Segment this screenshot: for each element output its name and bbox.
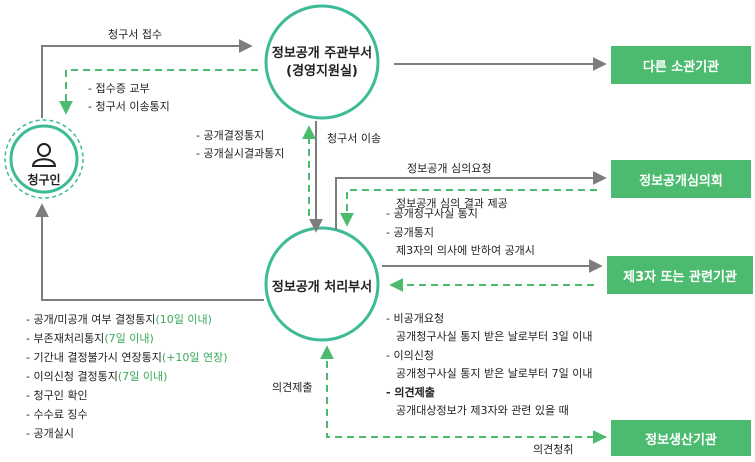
- committee-label: 정보공개심의회: [639, 173, 723, 189]
- third-party-list-lower: - 비공개요청 공개청구사실 통지 받은 날로부터 3일 이내 - 이의신청 공…: [386, 312, 618, 418]
- process-dept-label: 정보공개 처리부서: [271, 280, 373, 295]
- process-list: - 공개/미공개 여부 결정통지(10일 이내) - 부존재처리통지(7일 이내…: [26, 313, 276, 441]
- producer-box: 정보생산기관: [611, 420, 751, 456]
- requester-label: 청구인: [27, 173, 61, 187]
- main-dept-label: 정보공개 주관부서 (경영지원실): [262, 45, 382, 81]
- process-item: - 이의신청 결정통지(7일 이내): [26, 370, 276, 384]
- label-request-receipt: 청구서 접수: [108, 28, 163, 41]
- edge-result-to-requester: [35, 203, 264, 301]
- process-item-text: - 기간내 결정불가시 연장통지: [26, 351, 162, 364]
- other-dept-label: 다른 소관기관: [642, 59, 720, 75]
- main-dept-line2: (경영지원실): [286, 64, 358, 79]
- third-party-label: 제3자 또는 관련기관: [623, 269, 737, 285]
- requester-outer-ring: [4, 119, 84, 199]
- process-item-text: - 이의신청 결정통지: [26, 370, 118, 383]
- label-result-notice: - 공개실시결과통지: [196, 147, 285, 160]
- process-item: - 부존재처리통지(7일 이내): [26, 332, 276, 346]
- tp-item: 공개청구사실 통지 받은 날로부터 3일 이내: [396, 330, 593, 343]
- process-item: - 수수료 징수: [26, 408, 276, 422]
- process-item-text: - 공개실시: [26, 427, 74, 440]
- label-review-request: 정보공개 심의요청: [407, 162, 492, 175]
- label-opinion-hear: 의견청취: [533, 443, 574, 456]
- third-party-box: 제3자 또는 관련기관: [607, 256, 753, 294]
- process-item: - 기간내 결정불가시 연장통지(+10일 연장): [26, 351, 276, 365]
- tp-item: - 공개통지: [386, 226, 434, 239]
- person-icon: [31, 143, 57, 167]
- edge-opinion: [320, 345, 606, 438]
- label-review-result: 정보공개 심의 결과 제공: [396, 197, 508, 210]
- main-dept-circle: [264, 4, 380, 120]
- edge-review-request: [335, 171, 607, 230]
- process-item-note: (7일 이내): [117, 370, 168, 383]
- edge-request-receipt: [41, 39, 253, 118]
- tp-item: 공개청구사실 통지 받은 날로부터 7일 이내: [396, 367, 593, 380]
- process-item-note: (+10일 연장): [161, 351, 228, 364]
- tp-item: - 의견제출: [386, 386, 435, 399]
- producer-label: 정보생산기관: [645, 432, 717, 448]
- tp-item: 제3자의 의사에 반하여 공개시: [396, 244, 535, 257]
- tp-item: - 이의신청: [386, 349, 434, 362]
- label-decision-notice: - 공개결정통지: [196, 129, 265, 142]
- other-dept-box: 다른 소관기관: [611, 46, 751, 84]
- label-transfer: 청구서 이송: [327, 132, 382, 145]
- edge-receipt-notice: [59, 69, 258, 115]
- process-item: - 청구인 확인: [26, 389, 276, 403]
- label-transfer-notice: - 청구서 이송통지: [88, 100, 170, 113]
- main-dept-line1: 정보공개 주관부서: [271, 46, 373, 61]
- label-opinion-submit: 의견제출: [272, 381, 313, 394]
- process-item-text: - 공개/미공개 여부 결정통지: [26, 313, 156, 326]
- process-item: - 공개/미공개 여부 결정통지(10일 이내): [26, 313, 276, 327]
- process-item-note: (7일 이내): [104, 332, 154, 345]
- process-item-text: - 청구인 확인: [26, 389, 88, 402]
- label-receipt-issue: - 접수증 교부: [88, 82, 150, 95]
- committee-box: 정보공개심의회: [611, 160, 751, 198]
- tp-item: - 공개청구사실 통지: [386, 207, 478, 220]
- process-item: - 공개실시: [26, 427, 276, 441]
- tp-item: 공개대상정보가 제3자와 관련 있을 때: [396, 404, 569, 417]
- tp-item: - 비공개요청: [386, 312, 445, 325]
- process-item-note: (10일 이내): [155, 313, 212, 326]
- process-item-text: - 부존재처리통지: [26, 332, 105, 345]
- process-item-text: - 수수료 징수: [26, 408, 88, 421]
- third-party-list: - 공개청구사실 통지 - 공개통지 제3자의 의사에 반하여 공개시: [386, 207, 608, 258]
